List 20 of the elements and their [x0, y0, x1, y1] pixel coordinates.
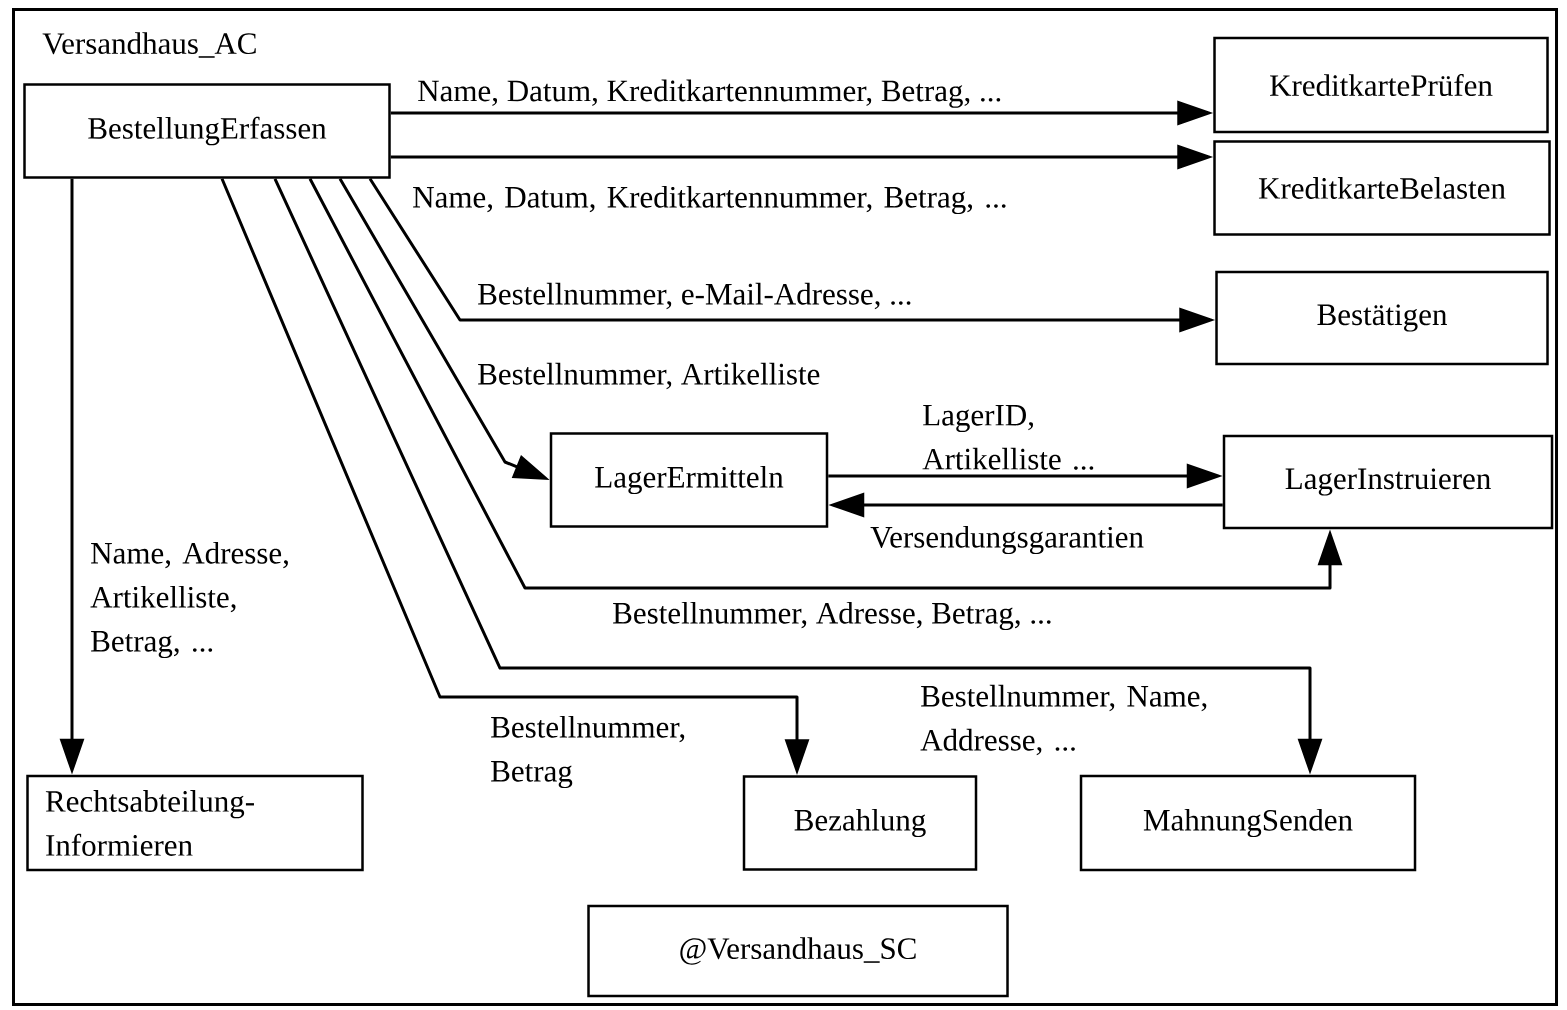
- process-box: Bezahlung: [742, 775, 978, 871]
- edge-label: Bestellnummer, e-Mail-Adresse, ...: [478, 282, 911, 310]
- edge-label: Name, Datum, Kreditkartennummer, Betrag, ...: [413, 185, 1006, 215]
- edge-label: LagerID, Artikelliste ...: [922, 405, 1094, 470]
- process-box: KreditkarteBelasten: [1213, 140, 1551, 236]
- process-box: BestellungErfassen: [23, 83, 391, 179]
- process-box: LagerErmitteln: [549, 432, 829, 528]
- edge-label: Bestellnummer, Adresse, Betrag, ...: [613, 601, 1051, 631]
- edge-label: Name, Datum, Kreditkartennummer, Betrag, ...: [418, 79, 1001, 108]
- process-box: MahnungSenden: [1079, 774, 1417, 872]
- process-box: @Versandhaus_SC: [587, 904, 1009, 998]
- process-box: KreditkartePrüfen: [1213, 36, 1549, 134]
- process-box: Bestätigen: [1215, 270, 1549, 366]
- edge-label: Bestellnummer, Name, Addresse, ...: [920, 684, 1207, 756]
- process-box: LagerInstruieren: [1222, 434, 1554, 530]
- edge-label: Bestellnummer, Artikelliste: [478, 362, 820, 390]
- process-box: Rechtsabteilung-Informieren: [26, 774, 364, 872]
- edge-label: Versendungsgarantien: [870, 525, 1144, 555]
- edge-label: Name, Adresse, Artikelliste, Betrag, ...: [90, 541, 288, 659]
- edge-label: Bestellnummer, Betrag: [491, 715, 685, 789]
